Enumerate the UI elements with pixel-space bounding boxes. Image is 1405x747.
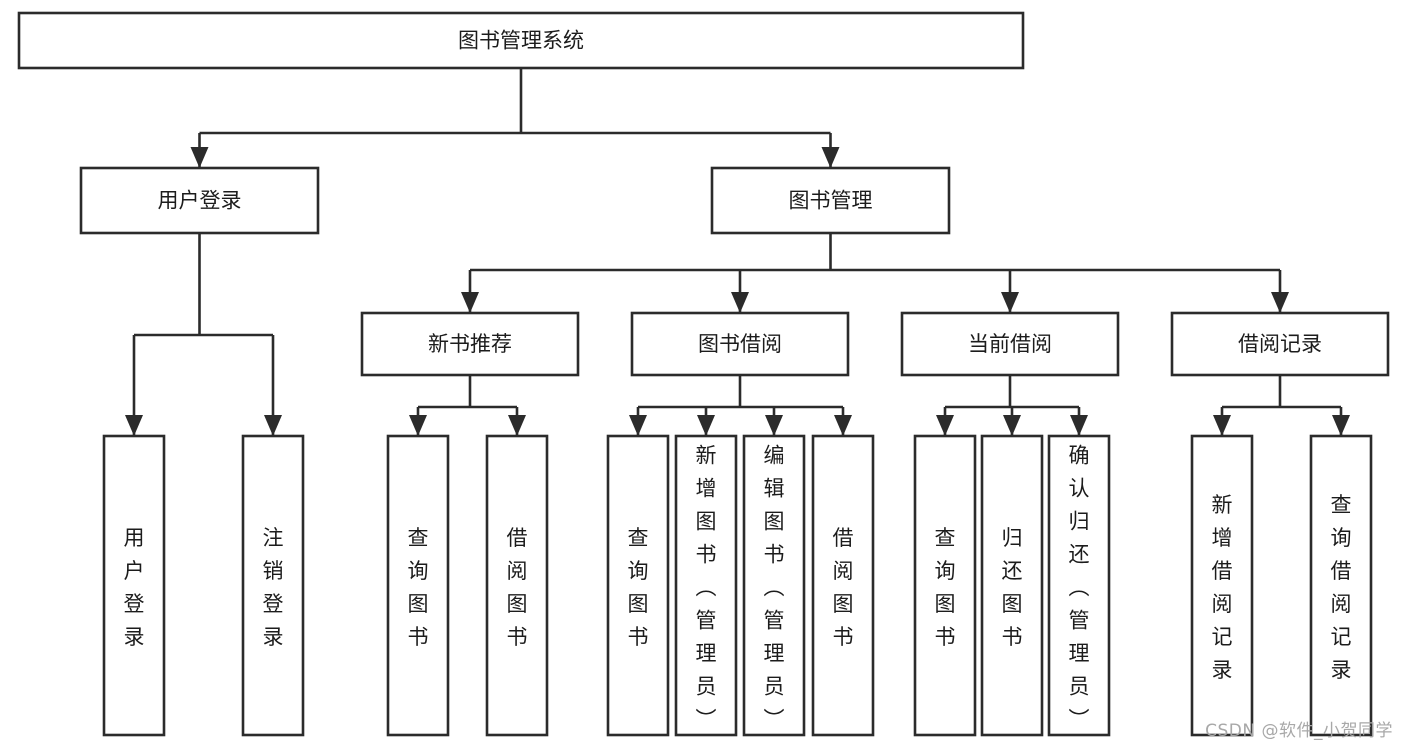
node-box-leaf-user-login bbox=[102, 434, 166, 737]
node-label-user-login: 用户登录 bbox=[158, 189, 242, 213]
node-box-leaf-query-record bbox=[1309, 434, 1373, 737]
csdn-watermark: CSDN @软件_小贺同学 bbox=[1205, 721, 1393, 741]
node-book-manage[interactable]: 图书管理 bbox=[710, 166, 951, 235]
arrow-head-icon bbox=[190, 147, 209, 168]
node-box-borrow-record bbox=[1170, 311, 1390, 377]
arrow-head-icon bbox=[125, 415, 143, 436]
node-label-new-book-rec: 新书推荐 bbox=[428, 332, 512, 356]
node-leaf-confirm-return[interactable]: 确认归还︵管理员︶ bbox=[1047, 434, 1111, 737]
node-box-user-login bbox=[79, 166, 320, 235]
node-root[interactable]: 图书管理系统 bbox=[17, 11, 1025, 70]
edge-group-new-book-rec bbox=[409, 375, 526, 436]
node-leaf-query-book-3[interactable]: 查询图书 bbox=[913, 434, 977, 737]
nodes-layer: 图书管理系统用户登录图书管理新书推荐图书借阅当前借阅借阅记录用户登录注销登录查询… bbox=[17, 11, 1390, 737]
node-box-root bbox=[17, 11, 1025, 70]
node-book-borrow[interactable]: 图书借阅 bbox=[630, 311, 850, 377]
arrow-head-icon bbox=[1332, 415, 1350, 436]
arrow-head-icon bbox=[697, 415, 715, 436]
node-label-leaf-add-record: 新增借阅记录 bbox=[1212, 493, 1233, 682]
node-box-book-borrow bbox=[630, 311, 850, 377]
node-label-leaf-query-book-2: 查询图书 bbox=[628, 526, 649, 649]
node-leaf-borrow-book-1[interactable]: 借阅图书 bbox=[485, 434, 549, 737]
node-label-leaf-query-record: 查询借阅记录 bbox=[1331, 493, 1352, 682]
edge-group-user-login bbox=[125, 233, 282, 436]
node-leaf-user-login[interactable]: 用户登录 bbox=[102, 434, 166, 737]
node-box-leaf-add-record bbox=[1190, 434, 1254, 737]
node-leaf-borrow-book-2[interactable]: 借阅图书 bbox=[811, 434, 875, 737]
arrow-head-icon bbox=[936, 415, 954, 436]
node-leaf-add-book[interactable]: 新增图书︵管理员︶ bbox=[674, 434, 738, 737]
node-label-leaf-edit-book: 编辑图书︵管理员︶ bbox=[764, 444, 785, 732]
arrow-head-icon bbox=[461, 292, 479, 313]
node-box-leaf-query-book-1 bbox=[386, 434, 450, 737]
node-label-book-manage: 图书管理 bbox=[789, 189, 873, 213]
node-label-leaf-return-book: 归还图书 bbox=[1002, 526, 1023, 649]
edge-group-borrow-record bbox=[1213, 375, 1350, 436]
connectors-layer bbox=[125, 68, 1350, 436]
edge-group-book-manage bbox=[461, 233, 1289, 313]
node-leaf-add-record[interactable]: 新增借阅记录 bbox=[1190, 434, 1254, 737]
arrow-head-icon bbox=[834, 415, 852, 436]
node-box-leaf-add-book bbox=[674, 434, 738, 737]
node-label-leaf-borrow-book-2: 借阅图书 bbox=[833, 526, 854, 649]
node-label-leaf-borrow-book-1: 借阅图书 bbox=[507, 526, 528, 649]
arrow-head-icon bbox=[508, 415, 526, 436]
node-label-current-borrow: 当前借阅 bbox=[968, 332, 1052, 356]
node-box-book-manage bbox=[710, 166, 951, 235]
node-box-leaf-borrow-book-2 bbox=[811, 434, 875, 737]
node-box-current-borrow bbox=[900, 311, 1120, 377]
node-box-leaf-borrow-book-1 bbox=[485, 434, 549, 737]
node-leaf-query-book-1[interactable]: 查询图书 bbox=[386, 434, 450, 737]
arrow-head-icon bbox=[1070, 415, 1088, 436]
node-box-leaf-query-book-2 bbox=[606, 434, 670, 737]
arrow-head-icon bbox=[1001, 292, 1019, 313]
node-label-root: 图书管理系统 bbox=[458, 29, 584, 53]
node-label-borrow-record: 借阅记录 bbox=[1238, 332, 1322, 356]
node-leaf-query-book-2[interactable]: 查询图书 bbox=[606, 434, 670, 737]
arrow-head-icon bbox=[1213, 415, 1231, 436]
node-box-leaf-confirm-return bbox=[1047, 434, 1111, 737]
arrow-head-icon bbox=[731, 292, 749, 313]
arrow-head-icon bbox=[264, 415, 282, 436]
arrow-head-icon bbox=[1271, 292, 1289, 313]
arrow-head-icon bbox=[1003, 415, 1021, 436]
node-label-leaf-confirm-return: 确认归还︵管理员︶ bbox=[1069, 444, 1090, 732]
node-new-book-rec[interactable]: 新书推荐 bbox=[360, 311, 580, 377]
node-box-new-book-rec bbox=[360, 311, 580, 377]
node-box-leaf-query-book-3 bbox=[913, 434, 977, 737]
arrow-head-icon bbox=[765, 415, 783, 436]
node-leaf-logout[interactable]: 注销登录 bbox=[241, 434, 305, 737]
node-current-borrow[interactable]: 当前借阅 bbox=[900, 311, 1120, 377]
node-label-leaf-query-book-3: 查询图书 bbox=[935, 526, 956, 649]
arrow-head-icon bbox=[821, 147, 840, 168]
node-leaf-edit-book[interactable]: 编辑图书︵管理员︶ bbox=[742, 434, 806, 737]
node-label-book-borrow: 图书借阅 bbox=[698, 332, 782, 356]
edge-group-current-borrow bbox=[936, 375, 1088, 436]
node-box-leaf-logout bbox=[241, 434, 305, 737]
edge-group-root bbox=[190, 68, 840, 168]
node-user-login[interactable]: 用户登录 bbox=[79, 166, 320, 235]
node-box-leaf-edit-book bbox=[742, 434, 806, 737]
node-label-leaf-user-login: 用户登录 bbox=[124, 526, 145, 649]
node-label-leaf-logout: 注销登录 bbox=[263, 526, 284, 649]
node-leaf-return-book[interactable]: 归还图书 bbox=[980, 434, 1044, 737]
node-box-leaf-return-book bbox=[980, 434, 1044, 737]
edge-group-book-borrow bbox=[629, 375, 852, 436]
node-label-leaf-query-book-1: 查询图书 bbox=[408, 526, 429, 649]
node-leaf-query-record[interactable]: 查询借阅记录 bbox=[1309, 434, 1373, 737]
node-borrow-record[interactable]: 借阅记录 bbox=[1170, 311, 1390, 377]
arrow-head-icon bbox=[629, 415, 647, 436]
node-label-leaf-add-book: 新增图书︵管理员︶ bbox=[696, 444, 717, 732]
arrow-head-icon bbox=[409, 415, 427, 436]
